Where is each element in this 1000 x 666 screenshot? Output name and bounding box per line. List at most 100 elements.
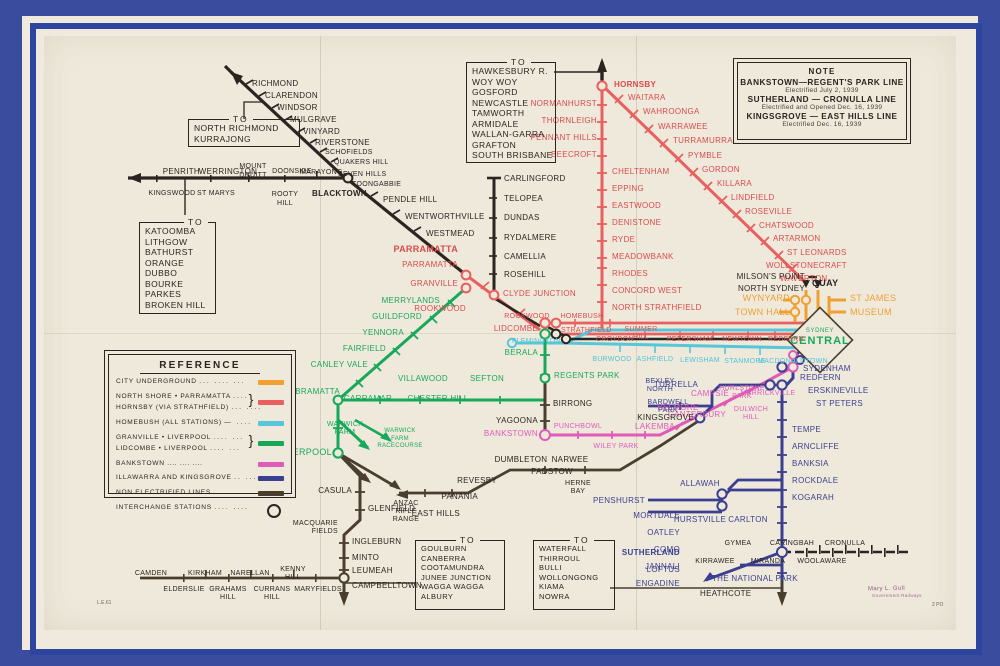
station-killara: KILLARA [717, 179, 753, 188]
legend-brace-red: } [248, 391, 254, 407]
legend-item-north-shore: NORTH SHORE • PARRAMATTA .... } [116, 391, 284, 407]
station-canterbury: CANTERBURY [668, 410, 726, 419]
legend-label-non-electrified: NON ELECTRIFIED LINES [116, 489, 211, 496]
legend-label-illawarra: ILLAWARRA AND KINGSGROVE [116, 474, 232, 481]
station-rydalmere: RYDALMERE [504, 233, 557, 242]
station-yennora: YENNORA [362, 328, 404, 337]
station-chatswood: CHATSWOOD [759, 221, 814, 230]
legend-dots-2: ... .... [231, 404, 263, 411]
station-north-sydney: NORTH SYDNEY [737, 284, 805, 293]
legend-label-bankstown: BANKSTOWN .... .... .... [116, 460, 203, 467]
station-marayong: MARAYONG [300, 169, 343, 176]
note-line1-sub: Electrified July 2, 1939 [785, 87, 859, 94]
station-elderslie: ELDERSLIE [163, 586, 205, 593]
station-regents-park: REGENTS PARK [554, 371, 620, 380]
legend-item-hornsby: HORNSBY (VIA STRATHFIELD) ... .... [116, 404, 284, 415]
station-sutherland: SUTHERLAND [621, 548, 680, 557]
interchange-ring-icon [267, 504, 281, 518]
station-panania: PANANIA [441, 492, 478, 501]
credit-subtitle: Government Railways [872, 593, 922, 598]
station-rhodes: RHODES [612, 269, 649, 278]
station-kingsgrove: KINGSGROVE [637, 413, 694, 422]
station-lewisham: LEWISHAM [680, 357, 720, 364]
station-pennant-hills: PENNANT HILLS [530, 133, 597, 142]
station-seven-hills: SEVEN HILLS [338, 171, 387, 178]
station-epping: EPPING [612, 184, 645, 193]
station-doonside: DOONSIDE [272, 168, 312, 175]
station-quay: QUAY [812, 278, 839, 288]
station-telopea: TELOPEA [504, 194, 544, 203]
legend-swatch-north-shore [258, 400, 284, 405]
station-museum: MUSEUM [850, 307, 892, 317]
station-caringbah: CARINGBAH [769, 540, 815, 547]
station-blacktown: BLACKTOWN [312, 189, 367, 198]
credit-signature: Mary L. Gull [867, 585, 906, 593]
station-camden: CAMDEN [134, 570, 168, 577]
station-ingleburn: INGLEBURN [352, 537, 402, 546]
station-roseville: ROSEVILLE [745, 207, 793, 216]
station-casula: CASULA [318, 486, 352, 495]
station-dundas: DUNDAS [504, 213, 540, 222]
station-toongabbie: TOONGABBIE [352, 181, 402, 188]
station-vinyard: VINYARD [303, 127, 341, 136]
note-line2: SUTHERLAND — CRONULLA LINE [747, 95, 897, 104]
station-engadine: ENGADINE [635, 579, 680, 588]
station-belmore: BELMORE [657, 403, 699, 412]
legend-item-interchange: INTERCHANGE STATIONS .... .... [116, 504, 284, 518]
station-kingswood: KINGSWOOD [148, 190, 196, 197]
to-tag-katoomba: TO [184, 217, 208, 227]
station-concord-west: CONCORD WEST [612, 286, 683, 295]
legend-label-lidcombe: LIDCOMBE • LIVERPOOL [116, 445, 208, 452]
station-schofields: SCHOFIELDS [325, 149, 373, 156]
station-national-park: THE NATIONAL PARK [712, 574, 798, 583]
station-campsie: CAMPSIE [690, 389, 730, 398]
station-quakers-hill: QUAKERS HILL [334, 159, 389, 166]
station-waitara: WAITARA [628, 93, 666, 102]
legend-label-homebush: HOMEBUSH (ALL STATIONS) [116, 419, 222, 426]
station-glenfield: GLENFIELD [368, 504, 416, 513]
destination-box-north-richmond-lines: NORTH RICHMOND KURRAJONG [194, 123, 279, 144]
station-padstow: PADSTOW [531, 467, 573, 476]
station-merrylands: MERRYLANDS [381, 296, 440, 305]
to-tag-waterfall: TO [570, 535, 594, 545]
station-birrong: BIRRONG [553, 399, 593, 408]
legend-swatch-illawarra [258, 476, 284, 481]
station-gordon: GORDON [702, 165, 740, 174]
station-dumbleton: DUMBLETON [494, 455, 548, 464]
station-liverpool: LIVERPOOL [278, 447, 332, 457]
station-clarendon: CLARENDON [265, 91, 318, 100]
station-wentworthville: WENTWORTHVILLE [405, 212, 485, 221]
legend-dots-7: .. .... [234, 474, 261, 481]
station-camellia: CAMELLIA [504, 252, 546, 261]
station-cronulla: CRONULLA [824, 540, 866, 547]
station-newtown: NEWTOWN [722, 336, 762, 343]
reference-title: REFERENCE [140, 360, 260, 374]
station-bankstown: BANKSTOWN [483, 429, 538, 438]
station-flemington: FLEMINGTON [512, 338, 561, 345]
station-ashfield: ASHFIELD [636, 356, 674, 363]
station-rockdale: ROCKDALE [792, 476, 839, 485]
station-town-hall: TOWN HALL [734, 307, 790, 317]
station-carlingford: CARLINGFORD [504, 174, 566, 183]
station-granville: GRANVILLE [410, 279, 458, 288]
station-erskineville: ERSKINEVILLE [808, 386, 869, 395]
station-normanhurst: NORMANHURST [530, 99, 597, 108]
station-miranda: MIRANDA [750, 558, 786, 565]
station-central: CENTRAL [790, 335, 850, 347]
legend-swatch-city-underground [258, 380, 284, 385]
legend-swatch-granville [258, 441, 284, 446]
to-tag-hawkesbury: TO [507, 57, 531, 67]
station-meadowbank: MEADOWBANK [612, 252, 674, 261]
station-st-james: ST JAMES [850, 293, 897, 303]
note-line3-sub: Electrified Dec. 16, 1939 [782, 121, 862, 128]
station-fairfield: FAIRFIELD [342, 344, 386, 353]
legend-swatch-bankstown [258, 462, 284, 467]
